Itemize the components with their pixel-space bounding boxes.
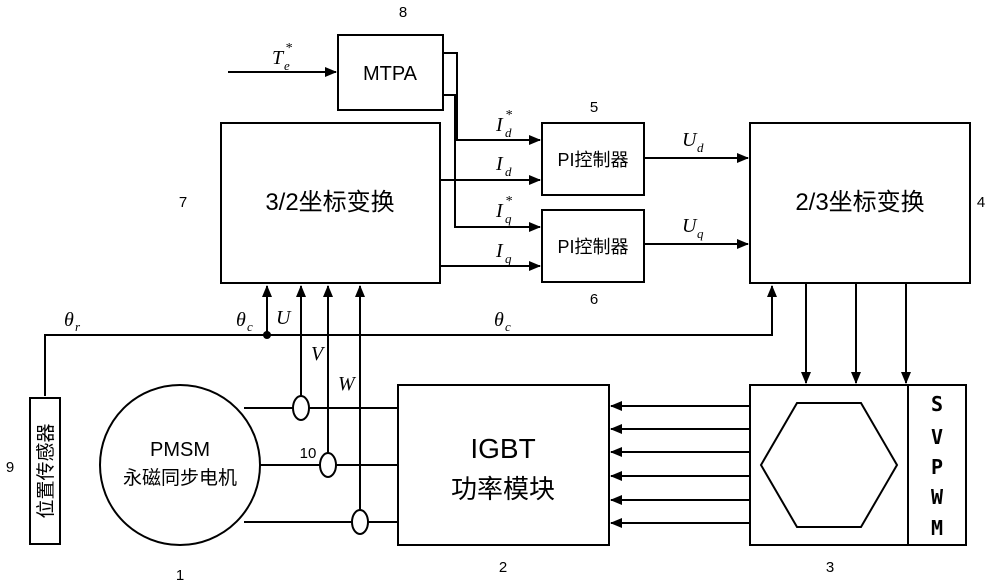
label-iq: I q <box>495 240 512 266</box>
svpwm-igbt-wires <box>610 401 750 528</box>
svpwm-letter-m: M <box>931 516 943 540</box>
ref-number-6: 6 <box>590 291 598 308</box>
svg-text:*: * <box>505 194 512 209</box>
igbt-label: IGBT <box>470 433 535 464</box>
svg-text:d: d <box>505 125 512 140</box>
svg-text:U: U <box>682 129 698 151</box>
mtpa-label: MTPA <box>363 63 418 85</box>
svg-text:θ: θ <box>494 309 504 331</box>
label-u: U <box>276 307 292 329</box>
svpwm-letter-w: W <box>931 485 944 509</box>
svg-text:c: c <box>247 319 253 334</box>
pi-controller-d-block: PI控制器 <box>541 122 645 196</box>
transform-23-block: 2/3坐标变换 <box>749 122 971 284</box>
svg-text:θ: θ <box>64 309 74 331</box>
position-sensor-block: 位置传感器 <box>29 397 61 545</box>
igbt-power-module-label: 功率模块 <box>451 474 555 504</box>
ref-number-5: 5 <box>590 99 598 116</box>
label-v: V <box>311 343 326 365</box>
label-id: I d <box>495 153 512 179</box>
svg-text:I: I <box>495 240 504 262</box>
theta-wire <box>44 285 777 396</box>
svg-text:r: r <box>75 319 81 334</box>
svg-text:d: d <box>505 164 512 179</box>
position-sensor-label: 位置传感器 <box>35 423 57 518</box>
svg-text:q: q <box>505 211 512 226</box>
svpwm-letter-v: V <box>931 425 943 449</box>
label-te: T e * <box>272 41 292 73</box>
svg-text:T: T <box>272 47 285 69</box>
label-ud: U d <box>682 129 704 155</box>
svg-text:U: U <box>682 215 698 237</box>
transform-23-label: 2/3坐标变换 <box>795 189 924 216</box>
svg-text:I: I <box>495 114 504 136</box>
motor-chinese-label: 永磁同步电机 <box>123 467 237 489</box>
ref-number-8: 8 <box>399 4 407 21</box>
ref-number-7: 7 <box>179 194 187 211</box>
svg-text:I: I <box>495 153 504 175</box>
current-sensor-v-icon <box>319 452 337 478</box>
svg-text:d: d <box>697 140 704 155</box>
svg-text:I: I <box>495 200 504 222</box>
svg-text:q: q <box>697 226 704 241</box>
ref-number-10: 10 <box>300 445 317 462</box>
ref-number-9: 9 <box>6 459 14 476</box>
svg-text:*: * <box>285 41 292 56</box>
current-sensor-w-icon <box>351 509 369 535</box>
mtpa-block: MTPA <box>337 34 444 111</box>
label-theta-c-left: θ c <box>236 309 253 334</box>
motor-label: PMSM <box>150 439 210 461</box>
id-star-wire <box>443 52 541 145</box>
ref-number-1: 1 <box>176 567 184 584</box>
igbt-module-block: IGBT 功率模块 <box>397 384 610 546</box>
label-theta-r: θ r <box>64 309 81 334</box>
pi-controller-q-label: PI控制器 <box>557 237 628 257</box>
label-uq: U q <box>682 215 704 241</box>
pmsm-motor: PMSM 永磁同步电机 <box>99 384 261 546</box>
ref-number-4: 4 <box>977 194 985 211</box>
hexagon-icon <box>759 402 899 528</box>
svg-text:θ: θ <box>236 309 246 331</box>
ref-number-2: 2 <box>499 559 507 576</box>
label-w: W <box>338 373 357 395</box>
svpwm-block: S V P W M <box>749 384 967 546</box>
svpwm-letter-p: P <box>931 455 943 479</box>
ref-number-3: 3 <box>826 559 834 576</box>
label-id-star: I d * <box>495 108 512 140</box>
pi-controller-q-block: PI控制器 <box>541 209 645 283</box>
svg-text:e: e <box>284 58 290 73</box>
label-iq-star: I q * <box>495 194 512 226</box>
transform-32-block: 3/2坐标变换 <box>220 122 441 284</box>
current-sensor-u-icon <box>292 395 310 421</box>
label-theta-c-right: θ c <box>494 309 511 334</box>
iq-star-wire <box>443 94 541 232</box>
svg-text:c: c <box>505 319 511 334</box>
svg-text:*: * <box>505 108 512 123</box>
transform-32-label: 3/2坐标变换 <box>265 189 394 216</box>
svg-text:q: q <box>505 251 512 266</box>
svpwm-letter-s: S <box>931 392 943 416</box>
pi-controller-d-label: PI控制器 <box>557 150 628 170</box>
